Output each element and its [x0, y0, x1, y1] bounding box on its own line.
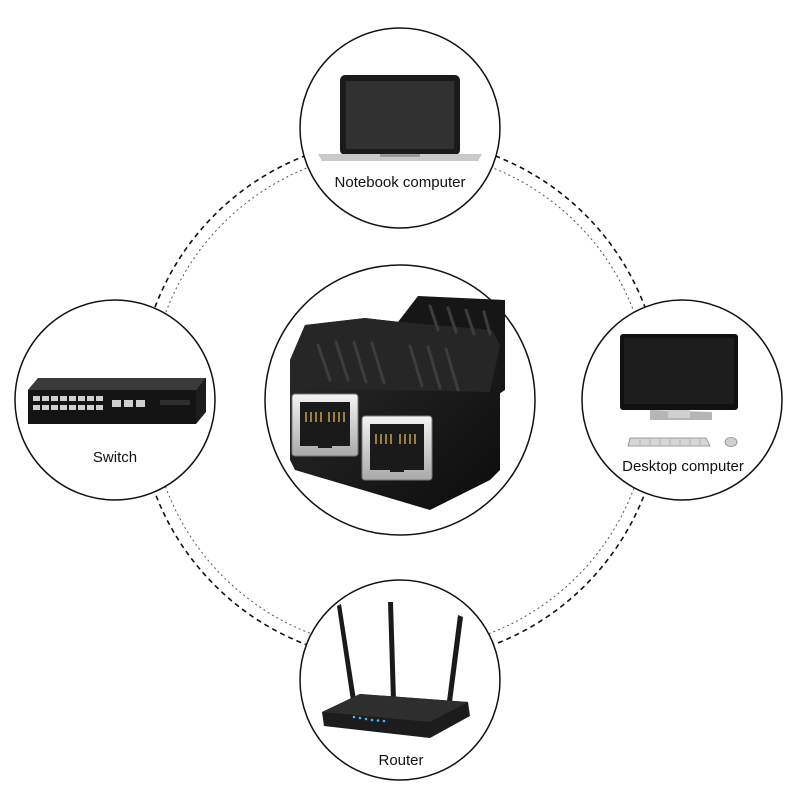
- desktop-label: Desktop computer: [622, 458, 744, 475]
- desktop-computer-icon: [620, 334, 738, 447]
- switch-label: Switch: [93, 449, 137, 466]
- node-desktop-computer: Desktop computer: [581, 299, 783, 501]
- laptop-icon: [318, 75, 482, 161]
- wifi-router-icon: [322, 602, 470, 738]
- network-switch-icon: [28, 378, 206, 424]
- node-circle: [299, 579, 501, 781]
- rj45-splitter-icon: [290, 296, 505, 510]
- node-router: Router: [299, 579, 501, 781]
- node-rj45-splitter: [264, 264, 536, 536]
- notebook-label: Notebook computer: [335, 174, 466, 191]
- node-notebook-computer: Notebook computer: [299, 27, 501, 229]
- router-label: Router: [378, 752, 423, 769]
- node-switch: Switch: [14, 299, 216, 501]
